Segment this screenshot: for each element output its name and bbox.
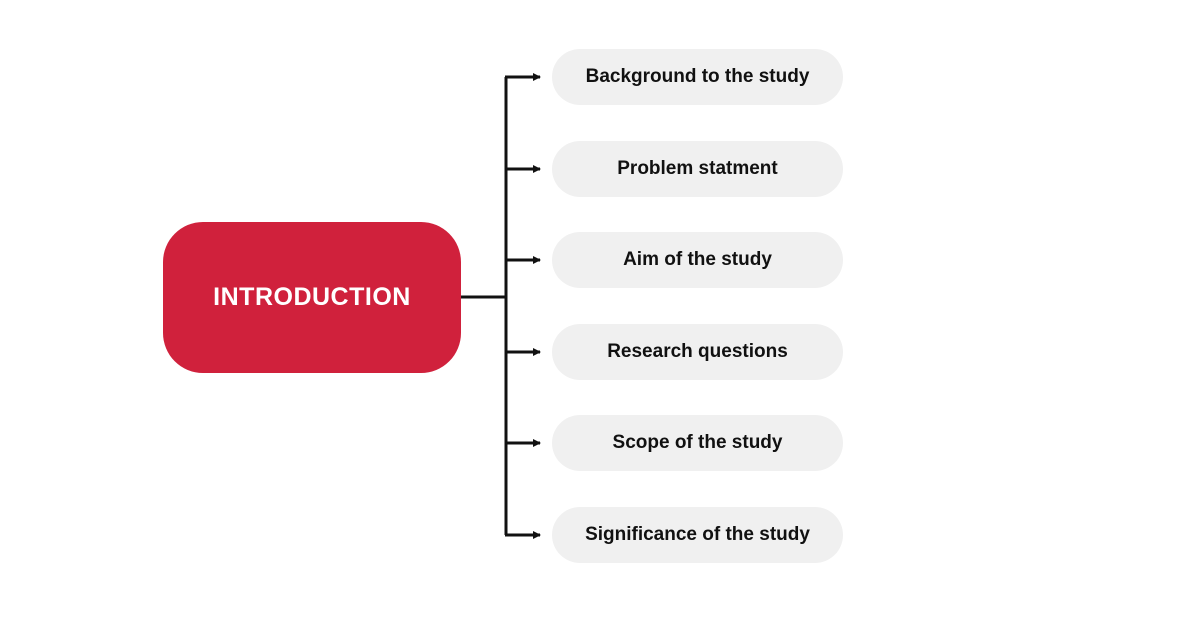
branch-node-significance[interactable]: Significance of the study	[552, 507, 843, 563]
branch-node-problem-statement[interactable]: Problem statment	[552, 141, 843, 197]
root-node-introduction[interactable]: INTRODUCTION	[163, 222, 461, 373]
branch-node-scope[interactable]: Scope of the study	[552, 415, 843, 471]
branch-node-label: Aim of the study	[623, 249, 772, 270]
branch-node-label: Background to the study	[585, 66, 810, 87]
branch-node-label: Problem statment	[617, 158, 778, 179]
branch-node-label: Scope of the study	[612, 432, 783, 453]
root-node-label: INTRODUCTION	[213, 283, 411, 311]
branch-node-background[interactable]: Background to the study	[552, 49, 843, 105]
branch-node-research-questions[interactable]: Research questions	[552, 324, 843, 380]
branch-node-label: Research questions	[607, 341, 788, 362]
branch-node-label: Significance of the study	[585, 524, 810, 545]
branch-node-aim[interactable]: Aim of the study	[552, 232, 843, 288]
